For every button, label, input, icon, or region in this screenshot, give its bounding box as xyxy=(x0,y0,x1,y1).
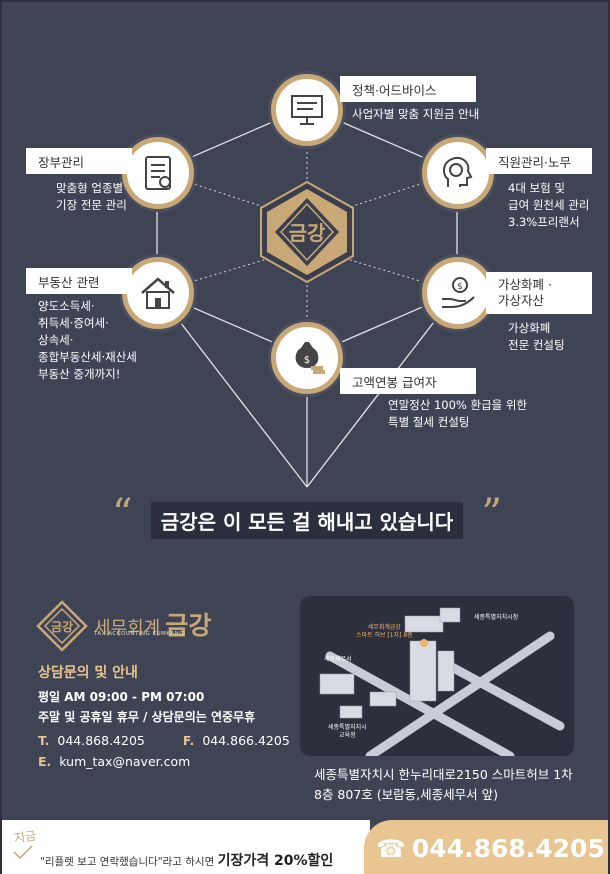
slogan-text: 금강은 이 모든 걸 해내고 있습니다 xyxy=(150,502,464,539)
head-coin-icon xyxy=(442,157,473,187)
policy-desc: 사업자별 맞춤 지원금 안내 xyxy=(352,107,480,121)
email-row: E.kum_tax@naver.com xyxy=(38,754,191,769)
hr-title: 직원관리·노무 xyxy=(486,148,592,174)
svg-text:$: $ xyxy=(304,355,310,366)
checklist-icon xyxy=(145,156,171,190)
hr-node xyxy=(422,137,494,209)
hours-text: 평일 AM 09:00 - PM 07:00 xyxy=(38,690,205,704)
brand-logo-icon: 금강 xyxy=(36,600,88,652)
slogan: “ 금강은 이 모든 걸 해내고 있습니다 ” xyxy=(112,494,502,539)
close-quote-icon: ” xyxy=(481,491,502,537)
svg-text:금강: 금강 xyxy=(289,221,326,245)
map-city-hall-label: 세종특별자치시청 xyxy=(474,614,519,621)
address: 세종특별자치시 한누리대로2150 스마트허브 1차 8층 807호 (보람동,… xyxy=(314,767,573,802)
map-tax-office-label: 세종세무서 xyxy=(324,656,352,663)
cta-panel: 지금 "리플렛 보고 연락했습니다"라고 하시면 기장가격 20%할인 xyxy=(2,820,370,874)
open-quote-icon: “ xyxy=(112,491,133,537)
brand-name: 세무회계 금강 TAX ACCOUNTING KUMKANG xyxy=(94,611,212,640)
checkmark-icon xyxy=(13,845,33,860)
contact-title: 상담문의 및 안내 xyxy=(38,665,138,681)
money-bag-icon: $ xyxy=(295,342,325,374)
bookkeeping-title: 장부관리 xyxy=(26,148,132,174)
phone-number[interactable]: ☎044.868.4205 xyxy=(376,834,605,863)
policy-node xyxy=(271,74,343,146)
tel-value[interactable]: 044.868.4205 xyxy=(57,733,145,748)
bottom-cta-bar: 지금 "리플렛 보고 연락했습니다"라고 하시면 기장가격 20%할인 ☎044… xyxy=(2,820,608,874)
email-value[interactable]: kum_tax@naver.com xyxy=(59,754,191,769)
high-salary-title: 고액연봉 급여자 xyxy=(340,368,476,394)
crypto-title: 가상화폐 ·가상자산 xyxy=(486,272,592,314)
tel-row: T.044.868.4205 F.044.866.4205 xyxy=(38,733,290,748)
bookkeeping-node xyxy=(122,137,194,209)
monitor-chart-icon xyxy=(291,95,323,125)
house-icon xyxy=(141,277,175,309)
hand-coin-icon: $ xyxy=(442,277,475,308)
high-salary-node: $ xyxy=(271,322,343,394)
svg-text:$: $ xyxy=(457,282,463,292)
cta-text: "리플렛 보고 연락했습니다"라고 하시면 기장가격 20%할인 xyxy=(40,853,334,869)
real-estate-title: 부동산 관련 xyxy=(26,268,132,294)
holiday-text: 주말 및 공휴일 휴무 / 상담문의는 연중무휴 xyxy=(38,710,256,724)
phone-icon: ☎ xyxy=(376,835,406,863)
phone-panel: ☎044.868.4205 xyxy=(364,820,608,874)
map-roads xyxy=(319,607,565,756)
fax-value: 044.866.4205 xyxy=(202,733,290,748)
svg-text:금강: 금강 xyxy=(51,620,73,634)
center-logo-icon: 금강 xyxy=(260,180,354,284)
policy-title: 정책·어드바이스 xyxy=(340,76,476,102)
crypto-node: $ xyxy=(422,257,494,329)
